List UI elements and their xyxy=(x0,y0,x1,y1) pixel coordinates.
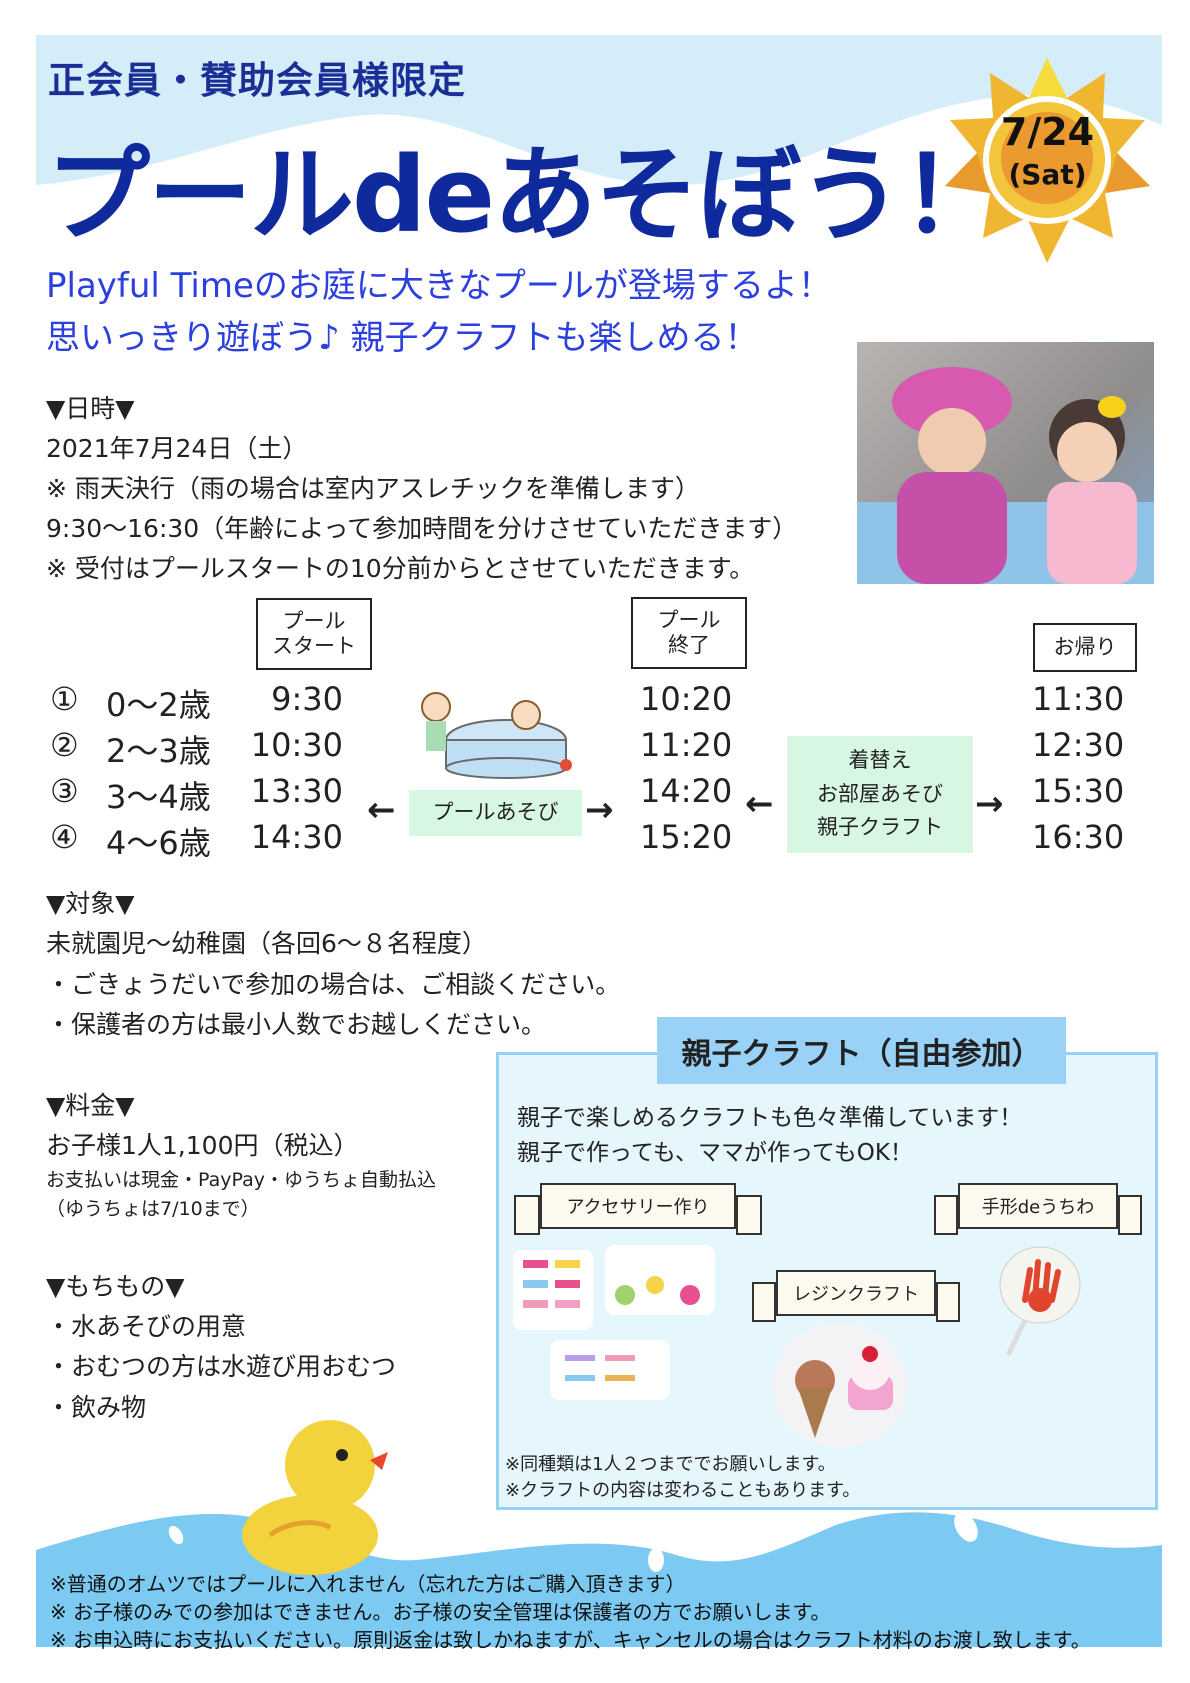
pool-play-label: プールあそび xyxy=(409,790,582,836)
event-date: 7/24 xyxy=(1000,110,1095,154)
banner-handprint-fan: 手形deうちわ xyxy=(958,1183,1118,1229)
target-line: ・保護者の方は最小人数でお越しください。 xyxy=(46,1010,547,1039)
schedule-end: 10:20 xyxy=(640,680,733,718)
items-line: ・飲み物 xyxy=(46,1393,147,1422)
wave-decoration xyxy=(36,95,1162,265)
schedule-return: 11:30 xyxy=(1032,680,1125,718)
schedule-start: 10:30 xyxy=(250,726,343,764)
banner-text: アクセサリー作り xyxy=(566,1197,710,1218)
schedule-start: 13:30 xyxy=(250,772,343,810)
datetime-heading: ▼日時▼ xyxy=(46,394,135,423)
header-text: プール xyxy=(657,607,721,632)
craft-title: 親子クラフト（自由参加） xyxy=(657,1017,1066,1084)
items-heading: ▼もちもの▼ xyxy=(46,1272,185,1301)
craft-title-text: 親子クラフト（自由参加） xyxy=(681,1036,1042,1072)
ribbon-end xyxy=(936,1282,960,1322)
footer-note: ※ お申込時にお支払いください。原則返金は致しかねますが、キャンセルの場合はクラ… xyxy=(50,1628,1091,1652)
activity-text: 着替え xyxy=(848,748,912,773)
children-photo xyxy=(857,342,1154,584)
schedule-num: ③ xyxy=(50,772,79,810)
craft-note: ※クラフトの内容は変わることもあります。 xyxy=(505,1480,861,1501)
pool-play-text: プールあそび xyxy=(432,800,559,825)
target-line: 未就園児〜幼稚園（各回6〜８名程度） xyxy=(46,929,487,958)
lead-line-2: 思いっきり遊ぼう♪ 親子クラフトも楽しめる！ xyxy=(46,318,759,358)
schedule-end: 14:20 xyxy=(640,772,733,810)
footer-note: ※普通のオムツではプールに入れません（忘れた方はご購入頂きます） xyxy=(50,1572,686,1596)
after-activities-label: 着替え お部屋あそび 親子クラフト xyxy=(787,736,973,853)
schedule-age: 0〜2歳 xyxy=(106,686,211,724)
fee-price: お子様1人1,100円（税込） xyxy=(46,1131,359,1160)
datetime-line: ※ 雨天決行（雨の場合は室内アスレチックを準備します） xyxy=(46,474,700,503)
member-only-label: 正会員・賛助会員様限定 xyxy=(48,59,466,102)
header-return: お帰り xyxy=(1033,623,1137,672)
datetime-line: 9:30〜16:30（年齢によって参加時間を分けさせていただきます） xyxy=(46,514,798,543)
rubber-duck-icon xyxy=(242,1420,388,1575)
schedule-age: 4〜6歳 xyxy=(106,824,211,862)
header-text: 終了 xyxy=(668,633,710,657)
header-text: お帰り xyxy=(1053,634,1117,659)
sun-icon xyxy=(945,58,1150,263)
accessory-photos xyxy=(513,1245,715,1400)
schedule-end: 15:20 xyxy=(640,818,733,856)
items-line: ・水あそびの用意 xyxy=(46,1312,247,1341)
page-title: プールdeあそぼう！ xyxy=(46,134,1005,256)
schedule-age: 2〜3歳 xyxy=(106,732,211,770)
arrow-left-icon: ← xyxy=(367,790,396,830)
schedule-return: 12:30 xyxy=(1032,726,1125,764)
schedule-num: ① xyxy=(50,680,79,718)
target-heading: ▼対象▼ xyxy=(46,889,135,918)
footer-note: ※ お子様のみでの参加はできません。お子様の安全管理は保護者の方でお願いします。 xyxy=(50,1600,831,1624)
handprint-fan-photo xyxy=(999,1246,1081,1357)
schedule-return: 15:30 xyxy=(1032,772,1125,810)
items-line: ・おむつの方は水遊び用おむつ xyxy=(46,1352,397,1381)
date-badge: 7/24 (Sat) xyxy=(945,58,1150,263)
fee-heading: ▼料金▼ xyxy=(46,1091,135,1120)
banner-text: レジンクラフト xyxy=(793,1284,919,1305)
ribbon-end xyxy=(514,1195,540,1235)
craft-line: 親子で作っても、ママが作ってもOK！ xyxy=(517,1140,913,1166)
schedule-age: 3〜4歳 xyxy=(106,778,211,816)
craft-note: ※同種類は1人２つまででお願いします。 xyxy=(505,1454,836,1475)
craft-line: 親子で楽しめるクラフトも色々準備しています！ xyxy=(517,1105,1023,1131)
header-pool-start: プール スタート xyxy=(256,598,372,670)
schedule-num: ② xyxy=(50,726,79,764)
children-illustration xyxy=(857,367,1154,584)
lead-line-1: Playful Timeのお庭に大きなプールが登場するよ！ xyxy=(46,266,832,306)
fee-payment: お支払いは現金・PayPay・ゆうちょ自動払込 xyxy=(46,1169,436,1191)
resin-craft-photo xyxy=(772,1323,908,1447)
arrow-right-icon: → xyxy=(585,790,614,830)
schedule-end: 11:20 xyxy=(640,726,733,764)
banner-text: 手形deうちわ xyxy=(981,1197,1095,1218)
banner-accessory: アクセサリー作り xyxy=(540,1183,736,1229)
header-background xyxy=(36,35,1162,265)
ribbon-end xyxy=(752,1282,776,1322)
activity-text: お部屋あそび xyxy=(817,781,943,806)
schedule-num: ④ xyxy=(50,818,79,856)
datetime-line: ※ 受付はプールスタートの10分前からとさせていただきます。 xyxy=(46,554,755,583)
header-pool-end: プール 終了 xyxy=(631,597,747,669)
header-text: プール xyxy=(282,608,346,633)
ribbon-end xyxy=(1118,1195,1142,1235)
schedule-start: 9:30 xyxy=(271,680,343,718)
arrow-left-icon: ← xyxy=(745,784,774,824)
event-day: (Sat) xyxy=(1008,158,1087,191)
schedule-return: 16:30 xyxy=(1032,818,1125,856)
schedule-start: 14:30 xyxy=(250,818,343,856)
kids-pool-illustration xyxy=(421,692,572,779)
fee-payment-note: （ゆうちょは7/10まで） xyxy=(46,1198,260,1220)
arrow-right-icon: → xyxy=(975,784,1004,824)
header-text: スタート xyxy=(272,634,356,658)
activity-text: 親子クラフト xyxy=(817,815,943,840)
target-line: ・ごきょうだいで参加の場合は、ご相談ください。 xyxy=(46,970,621,999)
datetime-line: 2021年7月24日（土） xyxy=(46,434,308,463)
ribbon-end xyxy=(736,1195,762,1235)
ribbon-end xyxy=(934,1195,958,1235)
banner-resin: レジンクラフト xyxy=(776,1270,936,1316)
